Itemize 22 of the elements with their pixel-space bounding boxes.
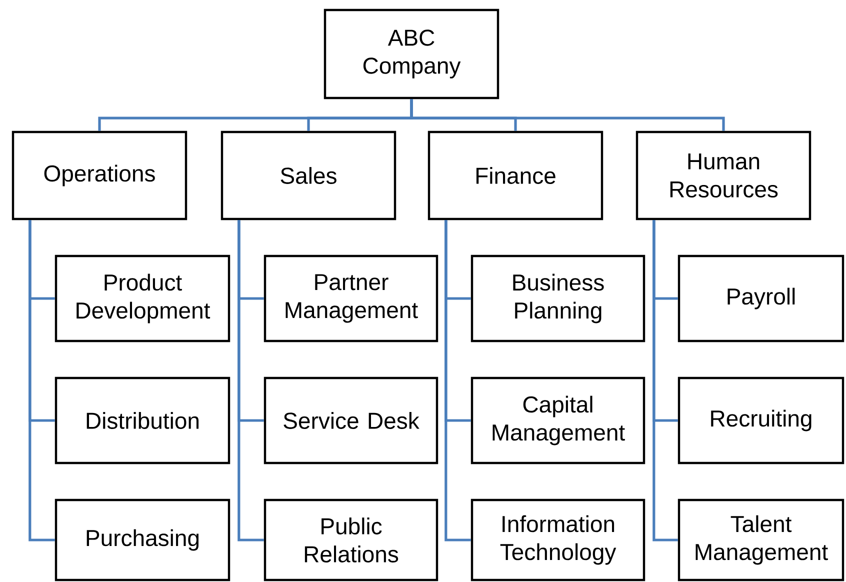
department-box: Finance — [428, 130, 604, 220]
department-box: Operations — [12, 130, 188, 220]
team-box: Partner Management — [264, 254, 438, 342]
team-box: Product Development — [54, 254, 230, 342]
department-box: Human Resources — [636, 130, 812, 220]
team-box: Service Desk — [264, 376, 438, 464]
team-box: Public Relations — [264, 498, 438, 582]
connector-line — [410, 99, 725, 131]
connector-line — [238, 220, 264, 542]
connector-line — [28, 220, 55, 542]
company-box: ABC Company — [324, 8, 500, 100]
team-box: Payroll — [678, 254, 844, 342]
team-box: Capital Management — [470, 376, 646, 464]
team-box: Distribution — [54, 376, 230, 464]
team-box: Information Technology — [470, 498, 646, 582]
department-box: Sales — [220, 130, 396, 220]
connector-line — [652, 220, 678, 542]
team-box: Talent Management — [678, 498, 844, 582]
team-box: Business Planning — [470, 254, 646, 342]
connector-line — [444, 220, 471, 542]
team-box: Purchasing — [54, 498, 230, 582]
team-box: Recruiting — [678, 376, 844, 464]
